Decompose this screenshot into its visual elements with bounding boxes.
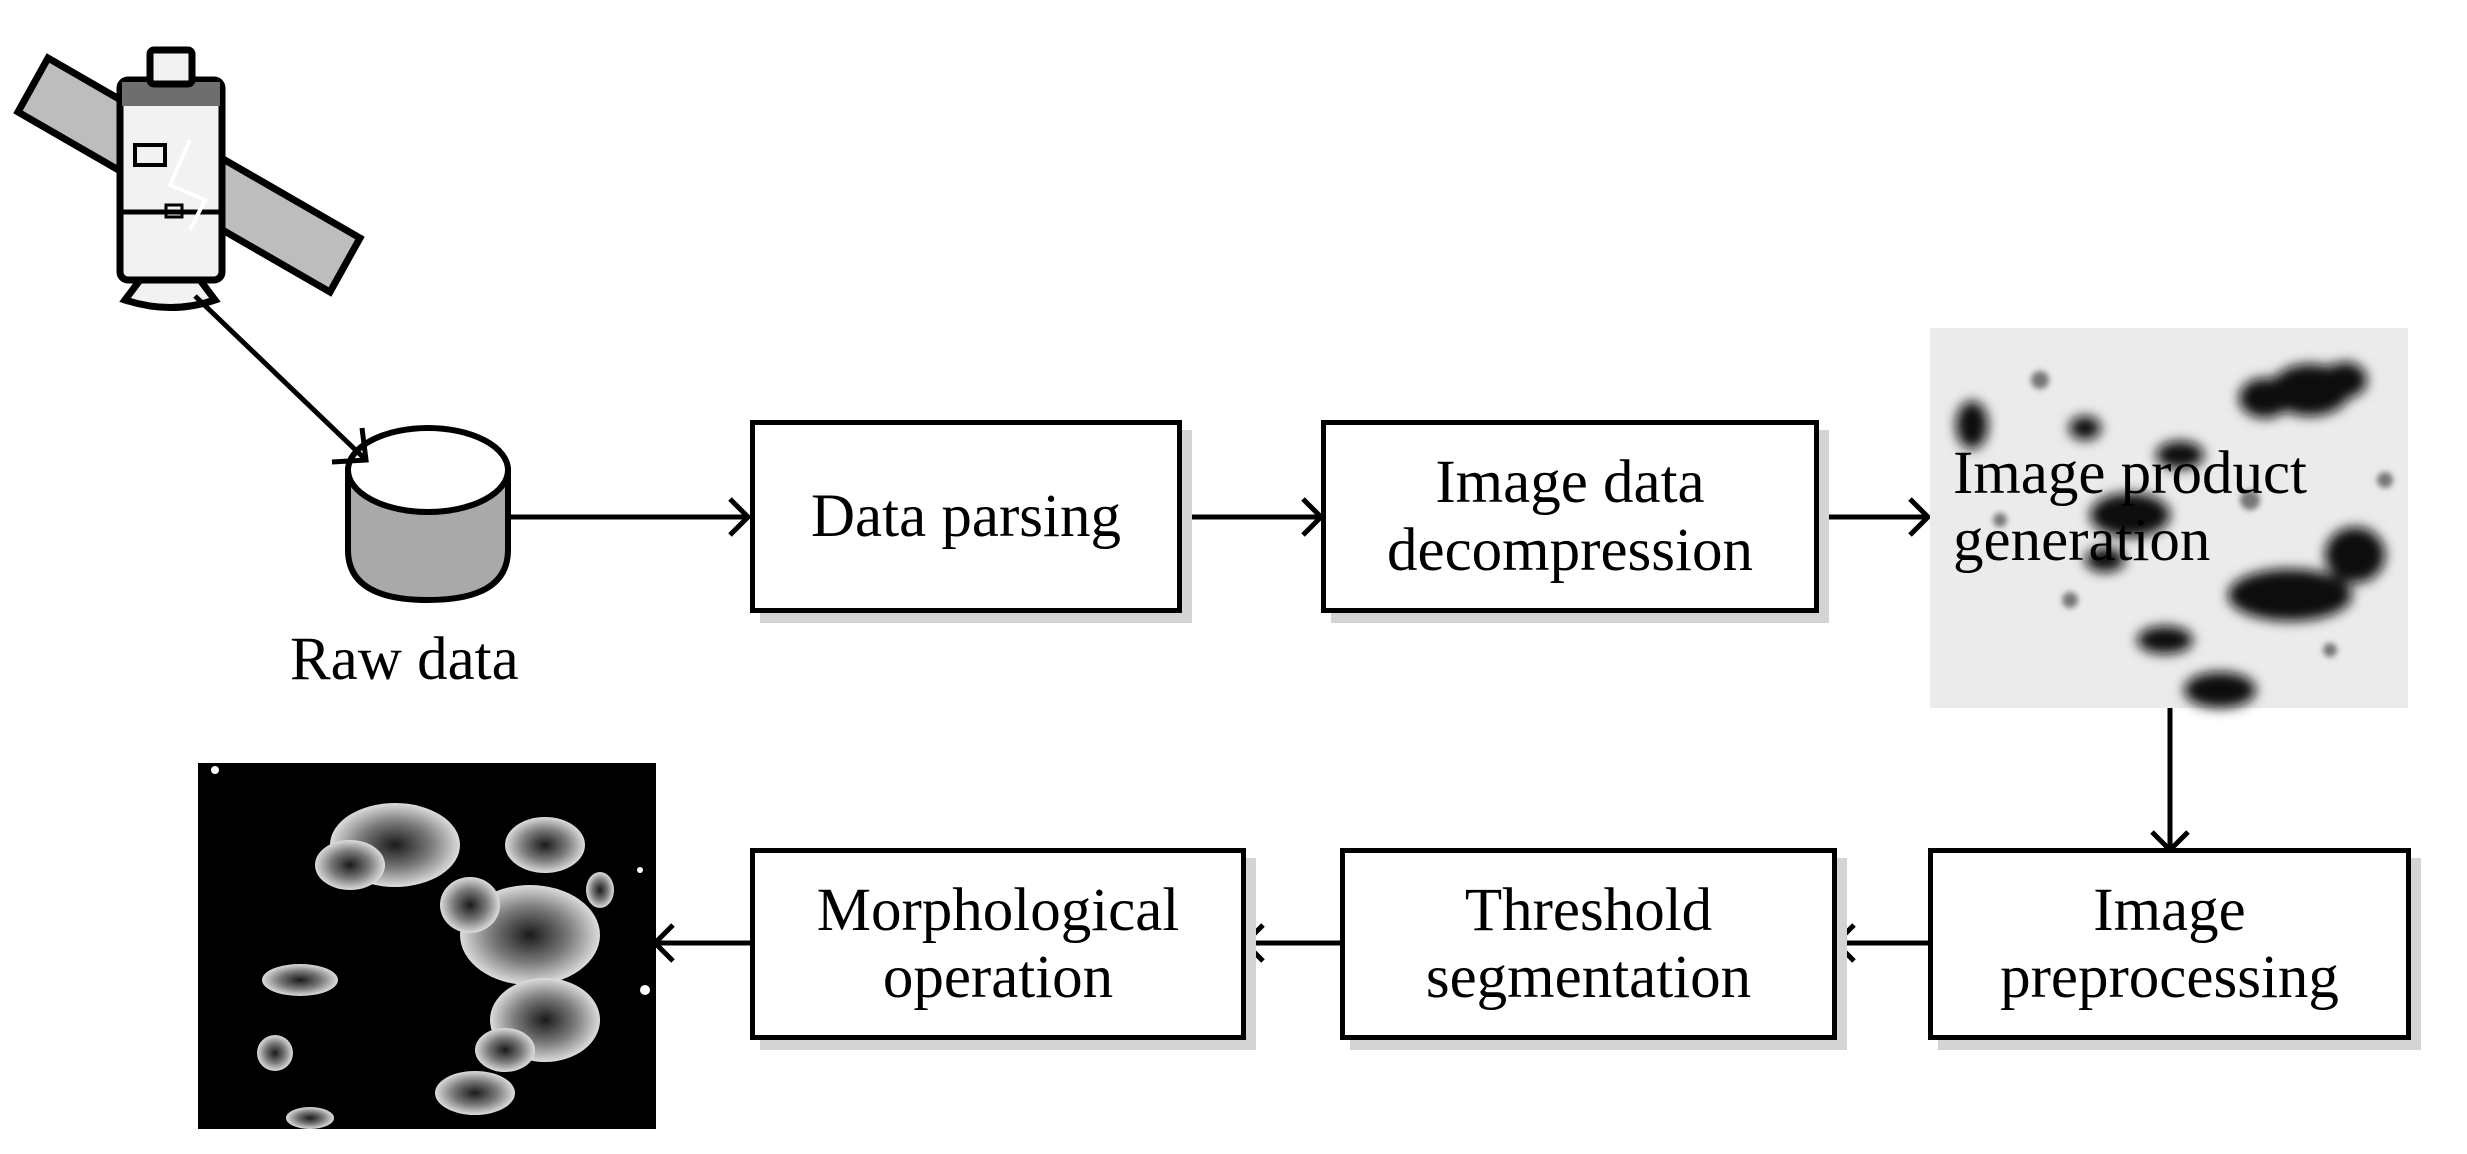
arrow-satellite-to-raw-data — [193, 294, 368, 462]
image-product-generation-line-1: Image product — [1953, 440, 2307, 507]
threshold-segmentation-box: Threshold segmentation — [1340, 848, 1837, 1040]
connectors — [193, 294, 2190, 963]
image-preprocessing-line-2: preprocessing — [2000, 944, 2339, 1011]
binary-cloud-mask-image — [198, 763, 656, 1129]
database-cylinder-icon — [345, 425, 511, 604]
image-preprocessing-box: Image preprocessing — [1928, 848, 2411, 1040]
data-parsing-box: Data parsing — [750, 420, 1182, 613]
raw-data-label: Raw data — [290, 626, 519, 693]
image-preprocessing-line-1: Image — [2093, 876, 2246, 944]
grayscale-satellite-cloud-image — [1930, 328, 2408, 708]
threshold-segmentation-line-1: Threshold — [1464, 876, 1713, 944]
image-product-generation-line-2: generation — [1953, 507, 2211, 575]
data-parsing-label: Data parsing — [811, 482, 1121, 550]
image-data-decompression-line-2: decompression — [1387, 516, 1753, 584]
morphological-operation-line-1: Morphological — [816, 876, 1180, 944]
morphological-operation-line-2: operation — [882, 944, 1114, 1011]
image-data-decompression-box: Image data decompression — [1321, 420, 1819, 613]
image-product-generation-label: Image product generation — [1953, 440, 2307, 574]
threshold-segmentation-line-2: segmentation — [1425, 944, 1752, 1011]
satellite-icon — [13, 46, 365, 311]
image-data-decompression-line-1: Image data — [1435, 449, 1705, 517]
morphological-operation-box: Morphological operation — [750, 848, 1246, 1040]
